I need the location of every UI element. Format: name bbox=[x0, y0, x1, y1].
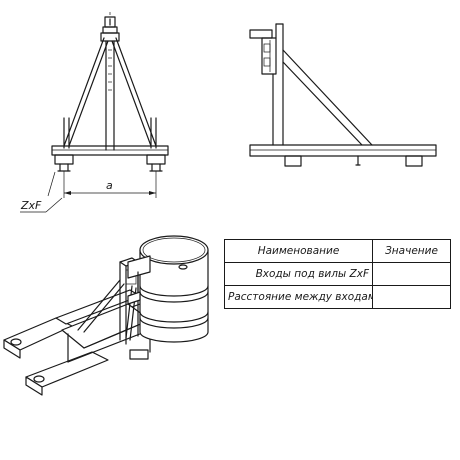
header-value: Значение bbox=[372, 239, 451, 263]
dimension-lines bbox=[20, 171, 157, 213]
side-view bbox=[249, 23, 437, 167]
header-name: Наименование bbox=[224, 239, 373, 263]
isometric-view bbox=[3, 235, 209, 396]
zxf-dimension-label: ZxF bbox=[20, 199, 42, 212]
row-name-fork-entries: Входы под вилы ZxF bbox=[224, 262, 373, 286]
post-holes bbox=[108, 49, 112, 91]
table-row: Входы под вилы ZxF bbox=[224, 262, 451, 286]
row-value-fork-entries bbox=[372, 262, 451, 286]
table-row: Расстояние между входами a bbox=[224, 285, 451, 309]
a-dimension-label: a bbox=[106, 179, 113, 192]
spec-table-header: Наименование Значение bbox=[224, 239, 451, 263]
drum-barrel bbox=[139, 235, 209, 343]
spec-table: Наименование Значение Входы под вилы ZxF… bbox=[224, 239, 451, 309]
front-view bbox=[51, 12, 169, 172]
row-value-entry-distance bbox=[372, 285, 451, 309]
row-name-entry-distance: Расстояние между входами a bbox=[224, 285, 373, 309]
